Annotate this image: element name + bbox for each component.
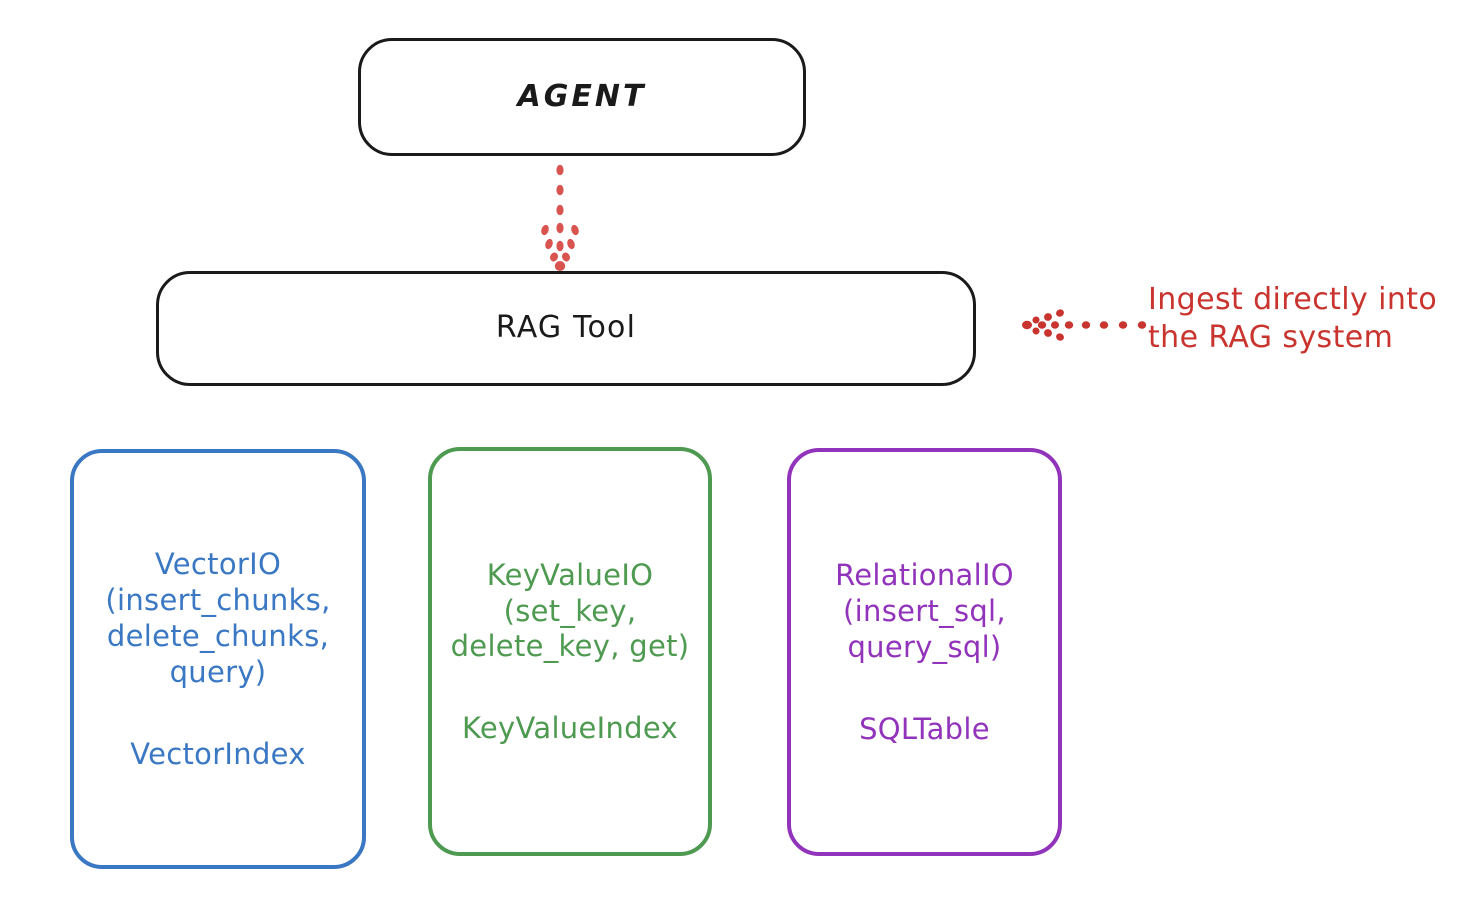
node-vector-io-content: VectorIO (insert_chunks, delete_chunks, … bbox=[74, 547, 362, 771]
node-agent-label: AGENT bbox=[517, 78, 647, 114]
node-key-value-io[interactable]: KeyValueIO (set_key, delete_key, get) Ke… bbox=[428, 447, 712, 856]
node-vector-io[interactable]: VectorIO (insert_chunks, delete_chunks, … bbox=[70, 449, 366, 869]
node-rag-tool-label: RAG Tool bbox=[495, 310, 637, 346]
node-relational-io-content: RelationalIO (insert_sql, query_sql) SQL… bbox=[791, 558, 1058, 746]
node-relational-io-title: RelationalIO (insert_sql, query_sql) bbox=[835, 558, 1014, 664]
node-key-value-io-title: KeyValueIO (set_key, delete_key, get) bbox=[450, 557, 690, 664]
node-relational-io[interactable]: RelationalIO (insert_sql, query_sql) SQL… bbox=[787, 448, 1062, 856]
connector-agent-to-rag-tool bbox=[541, 164, 579, 271]
node-relational-io-index: SQLTable bbox=[859, 711, 990, 746]
node-vector-io-title: VectorIO (insert_chunks, delete_chunks, … bbox=[105, 547, 331, 689]
node-agent[interactable]: AGENT bbox=[358, 38, 806, 156]
ingest-annotation-label: Ingest directly into the RAG system bbox=[1148, 282, 1438, 355]
node-key-value-io-index: KeyValueIndex bbox=[462, 711, 678, 746]
ingest-annotation-arrow-icon bbox=[1022, 309, 1147, 341]
node-key-value-io-content: KeyValueIO (set_key, delete_key, get) Ke… bbox=[432, 558, 708, 746]
node-vector-io-index: VectorIndex bbox=[130, 736, 306, 771]
node-rag-tool[interactable]: RAG Tool bbox=[156, 271, 976, 386]
